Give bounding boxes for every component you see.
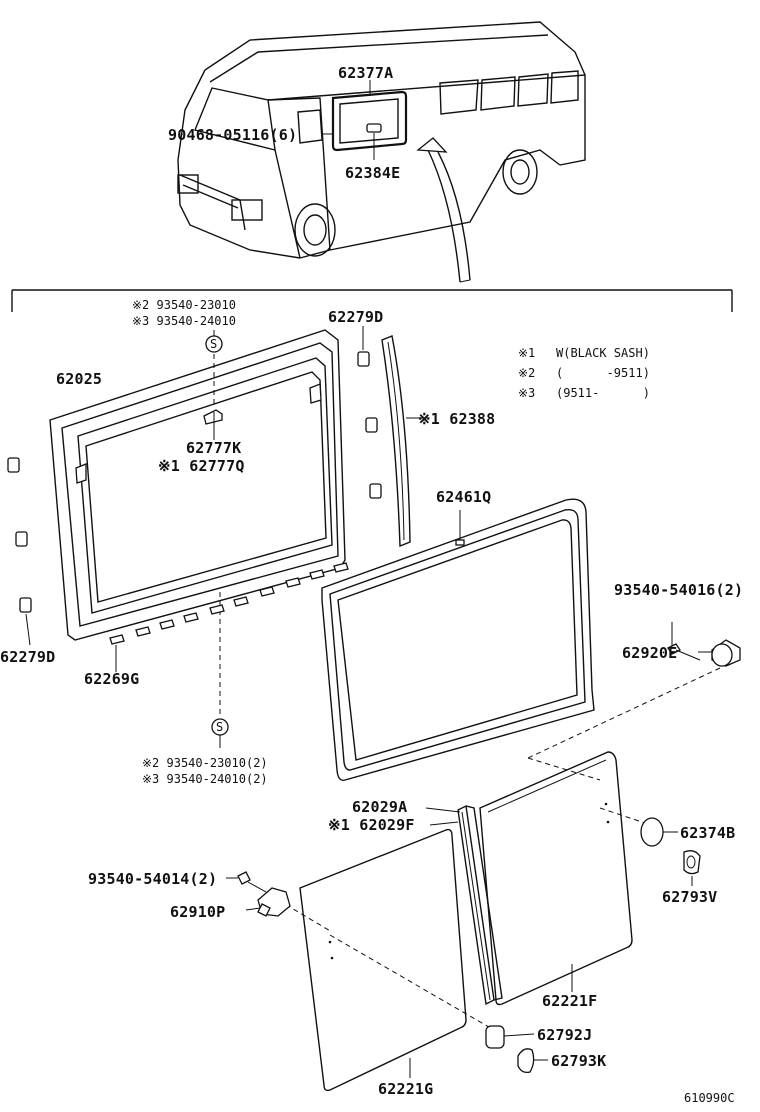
label-62025: 62025 [56, 370, 102, 388]
label-note2-top: ※2 93540-23010 [132, 298, 236, 312]
figure-code: 610990C [684, 1091, 735, 1105]
glass-62461Q [321, 498, 595, 781]
label-62910P: 62910P [170, 903, 225, 921]
screw-marker-bottom: S [216, 720, 223, 734]
label-62221F: 62221F [542, 992, 597, 1010]
part-labels: 62377A 90468-05116(6) 62384E ※2 93540-23… [0, 64, 743, 1105]
legend-mark-2: ※2 [518, 366, 535, 380]
assembly-bracket [11, 289, 733, 312]
panel-62221G [299, 828, 467, 1092]
pads-62269G [109, 562, 349, 672]
screw-markers: S S [205, 330, 229, 748]
label-62279D-top: 62279D [328, 308, 383, 326]
label-note3-top: ※3 93540-24010 [132, 314, 236, 328]
screw-marker-top: S [210, 337, 217, 351]
label-62793K: 62793K [551, 1052, 606, 1070]
label-note3-bottom: ※3 93540-24010(2) [142, 772, 268, 786]
label-62777K: 62777K [186, 439, 241, 457]
label-90468-05116: 90468-05116(6) [168, 126, 297, 144]
run-channel-62388 [381, 335, 428, 548]
label-62029A: 62029A [352, 798, 407, 816]
legend: ※1 W(BLACK SASH) ※2 ( -9511) ※3 (9511- ) [518, 346, 650, 400]
legend-text-1: W(BLACK SASH) [556, 346, 650, 360]
label-62374B: 62374B [680, 824, 735, 842]
fastener-62910P [226, 871, 291, 917]
label-62388: ※1 62388 [418, 410, 495, 428]
weatherstrip-62029 [425, 804, 503, 1006]
van-illustration [177, 21, 586, 283]
legend-mark-1: ※1 [518, 346, 535, 360]
label-62792J: 62792J [537, 1026, 592, 1044]
label-62377A: 62377A [338, 64, 393, 82]
label-62384E: 62384E [345, 164, 400, 182]
label-62793V: 62793V [662, 888, 717, 906]
label-62777Q: ※1 62777Q [158, 457, 245, 475]
label-note2-bottom: ※2 93540-23010(2) [142, 756, 268, 770]
legend-text-3: (9511- ) [556, 386, 650, 400]
legend-text-2: ( -9511) [556, 366, 650, 380]
clips-62279D [7, 326, 382, 646]
label-62029F: ※1 62029F [328, 816, 415, 834]
label-62269G: 62269G [84, 670, 139, 688]
label-62461Q: 62461Q [436, 488, 491, 506]
caps-clips [485, 817, 701, 1074]
panel-62221F [479, 751, 633, 1006]
label-62920E: 62920E [622, 644, 677, 662]
label-62221G: 62221G [378, 1080, 433, 1098]
label-62279D-bottom: 62279D [0, 648, 55, 666]
label-93540-54016: 93540-54016(2) [614, 581, 743, 599]
label-93540-54014: 93540-54014(2) [88, 870, 217, 888]
fastener-62920E [667, 622, 741, 667]
window-frame-62025 [49, 329, 346, 641]
legend-mark-3: ※3 [518, 386, 535, 400]
